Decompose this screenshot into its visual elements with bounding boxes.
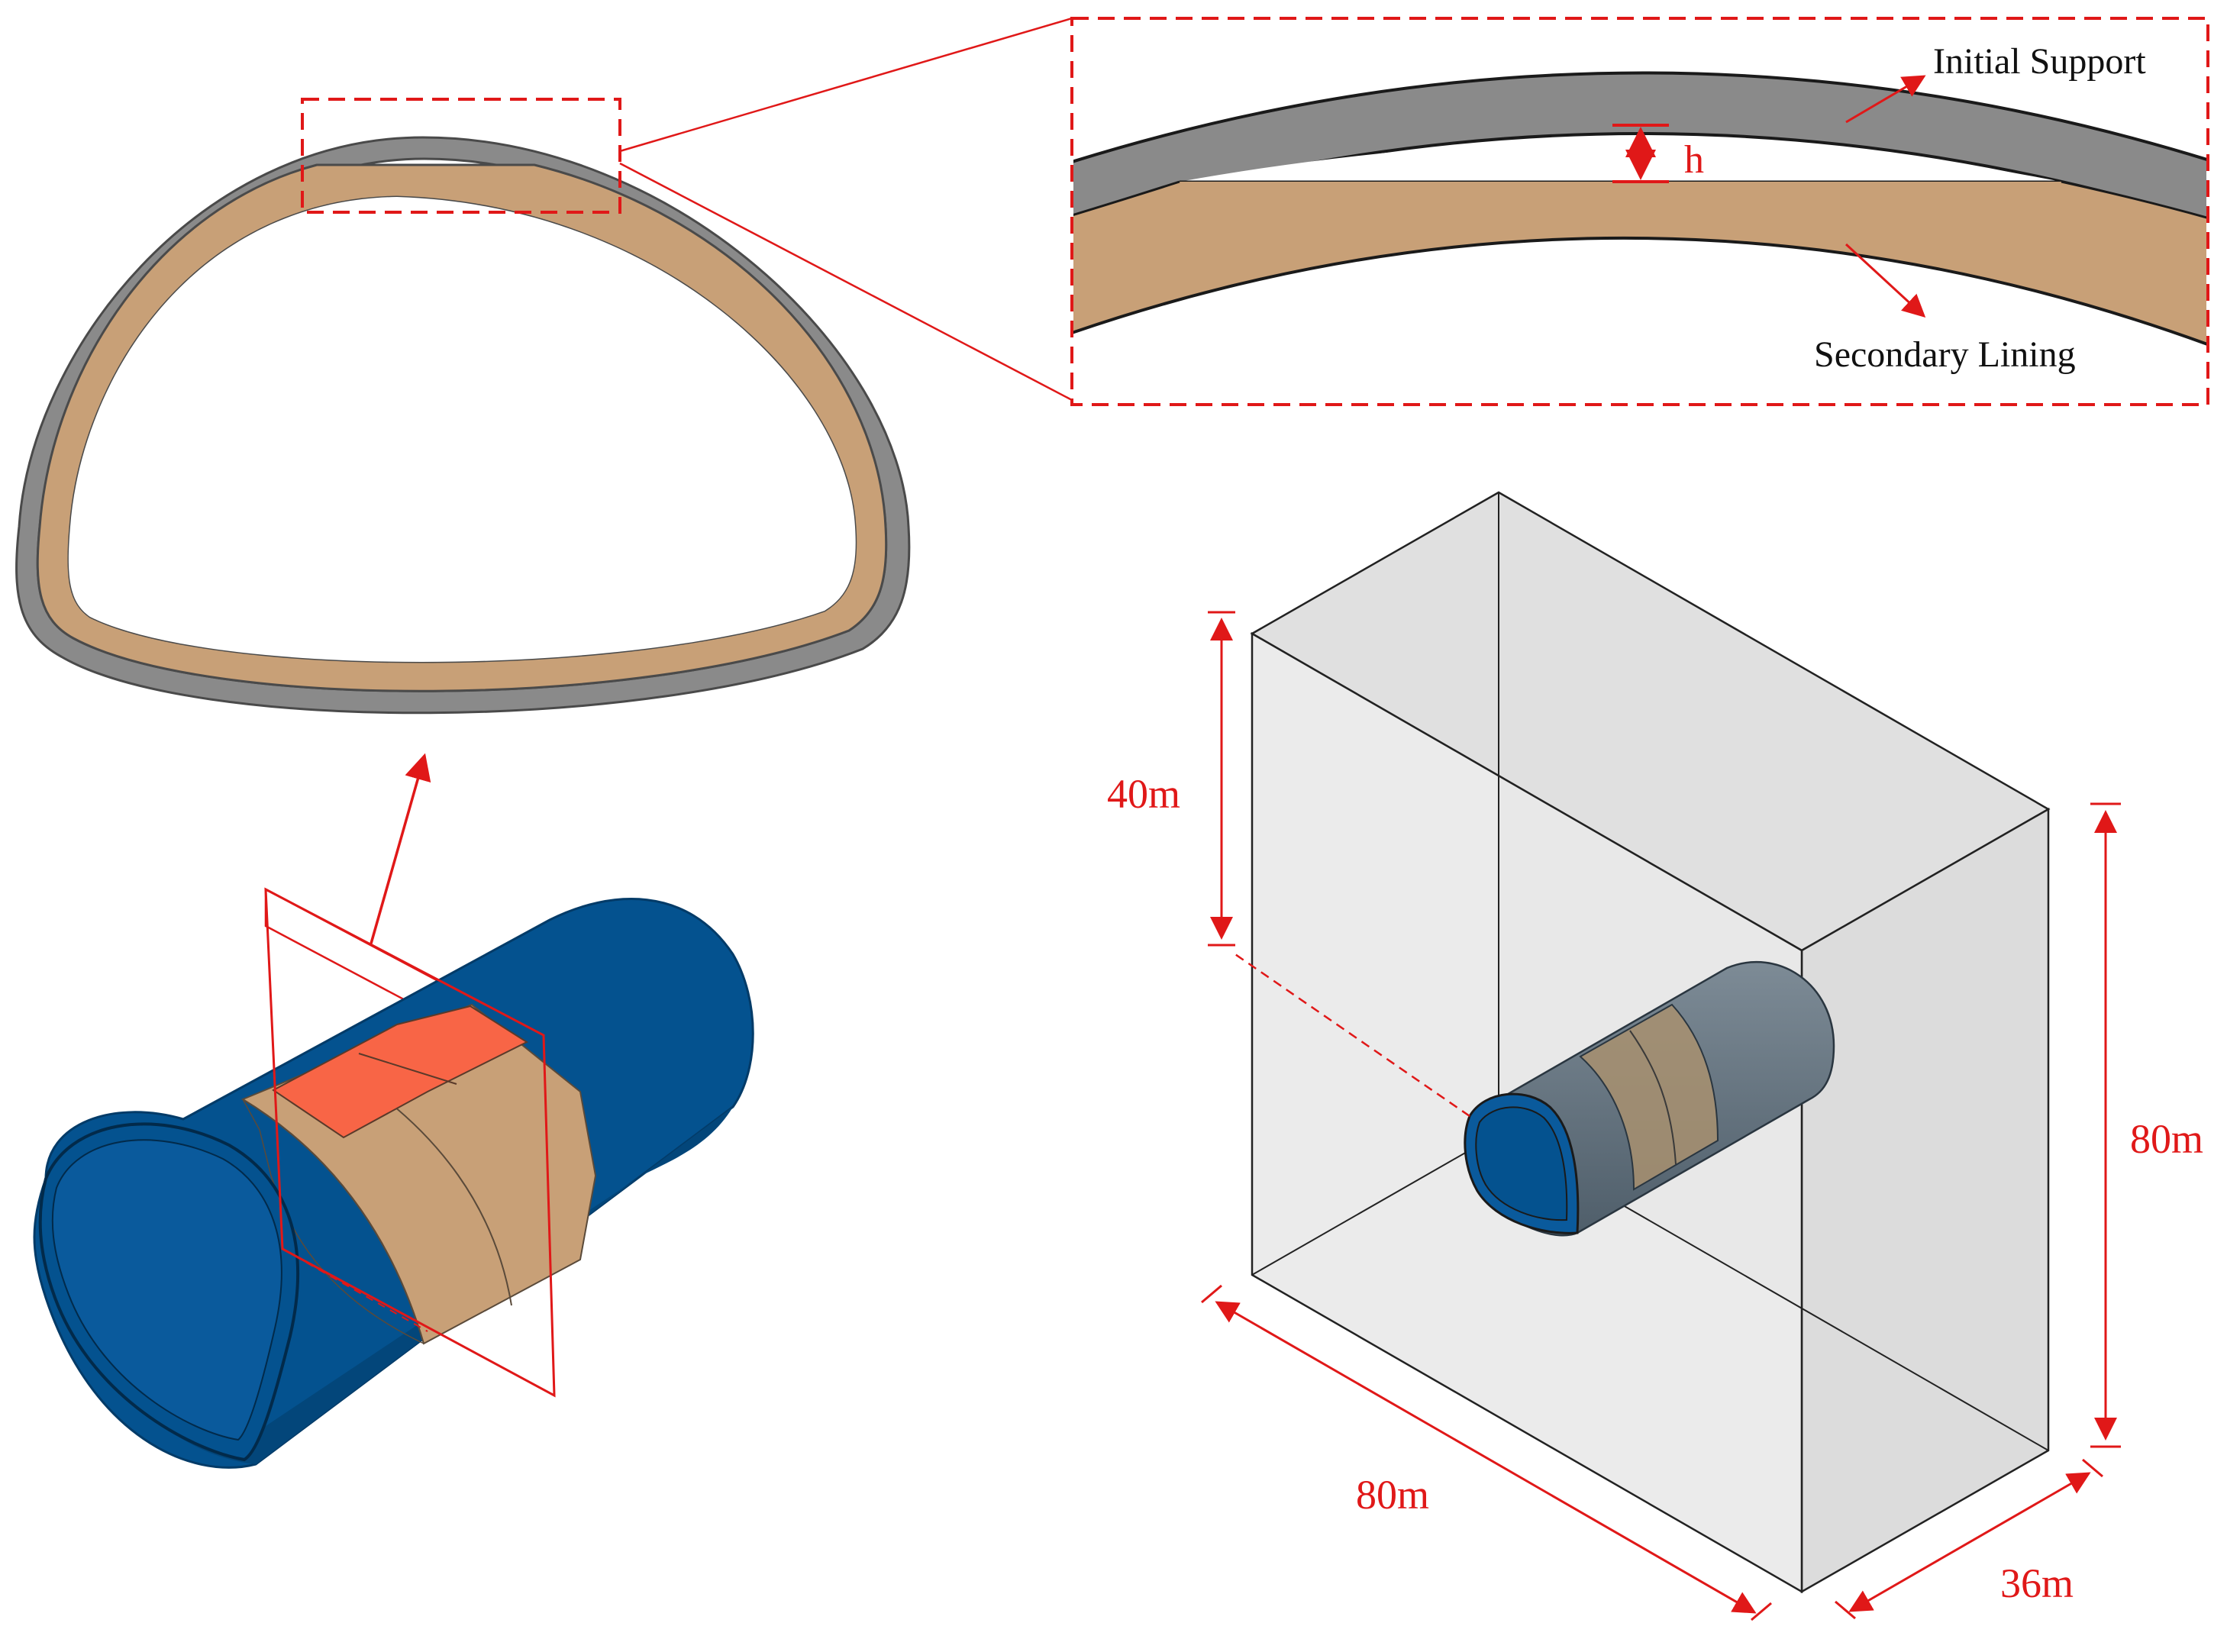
width-dimension xyxy=(1835,1458,2103,1620)
initial-support-callout xyxy=(1845,75,1926,124)
embedded-tunnel xyxy=(1232,951,1835,1237)
initial-support-label: Initial Support xyxy=(1933,41,2146,82)
secondary-lining-label: Secondary Lining xyxy=(1814,334,2076,375)
crown-zoom-window xyxy=(301,98,621,214)
detail-initial-support xyxy=(1073,71,2206,223)
void-height-label: h xyxy=(1684,138,1704,182)
depth-dimension xyxy=(1208,611,1235,947)
detail-secondary-lining xyxy=(1073,182,2206,344)
void-height-dimension xyxy=(1612,124,1669,183)
height-dimension xyxy=(2090,802,2121,1448)
secondary-lining-callout xyxy=(1845,243,1926,318)
depth-dimension-label: 40m xyxy=(1107,771,1180,817)
length-dimension xyxy=(1201,1284,1772,1621)
tunnel-3d-segment xyxy=(33,753,754,1469)
height-dimension-label: 80m xyxy=(2130,1116,2203,1162)
length-dimension-label: 80m xyxy=(1356,1472,1429,1518)
tunnel-cross-section xyxy=(15,98,911,715)
crown-detail-panel: h Initial Support Secondary Lining xyxy=(1070,17,2209,406)
width-dimension-label: 36m xyxy=(2000,1560,2074,1606)
defect-zone xyxy=(272,1005,529,1139)
model-domain-box: 40m 80m 80m 36m xyxy=(1107,491,2203,1621)
zoom-connector-lines xyxy=(619,17,1073,402)
section-plane-front xyxy=(264,887,556,1398)
section-link-arrow xyxy=(370,753,431,944)
